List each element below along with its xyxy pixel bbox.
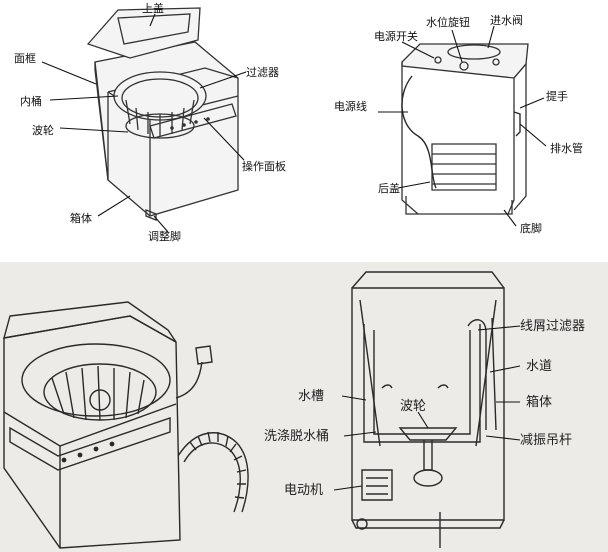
- label-water-level-knob: 水位旋钮: [426, 15, 470, 29]
- label-impeller-section: 波轮: [400, 399, 426, 414]
- label-base: 底脚: [520, 221, 542, 235]
- rear-view-leaders: [378, 25, 547, 227]
- front-view-leaders: [41, 13, 247, 233]
- label-cabinet: 箱体: [70, 211, 92, 225]
- cross-section-leaders: [333, 325, 521, 491]
- label-face-frame: 面框: [14, 52, 36, 65]
- label-power-cord: 电源线: [334, 99, 367, 113]
- label-adjust-foot: 调整脚: [148, 229, 181, 243]
- label-lid: 上盖: [142, 1, 164, 15]
- label-water-channel: 水道: [526, 359, 552, 374]
- label-motor: 电动机: [284, 483, 323, 498]
- front-view-machine: [86, 7, 239, 221]
- label-cabinet-section: 箱体: [526, 394, 552, 410]
- label-damper-rod: 减振吊杆: [520, 433, 572, 448]
- label-water-tub: 水槽: [298, 389, 324, 404]
- label-filter: 过滤器: [246, 66, 279, 79]
- label-impeller: 波轮: [32, 123, 54, 137]
- label-inner-tub: 内桶: [20, 94, 42, 108]
- bottom-panel: [0, 262, 608, 552]
- label-lint-filter: 线屑过滤器: [520, 319, 585, 334]
- label-drain-hose: 排水管: [550, 141, 583, 155]
- open-machine-sketch: [3, 301, 249, 549]
- rear-view-machine: [401, 43, 529, 215]
- label-rear-cover: 后盖: [378, 181, 400, 195]
- label-wash-spin-tub: 洗涤脱水桶: [264, 429, 329, 444]
- label-power-switch: 电源开关: [374, 29, 418, 43]
- label-handle: 提手: [546, 89, 568, 103]
- label-control-panel: 操作面板: [242, 159, 286, 173]
- label-inlet-valve: 进水阀: [490, 13, 523, 27]
- cross-section-sketch: [351, 271, 505, 548]
